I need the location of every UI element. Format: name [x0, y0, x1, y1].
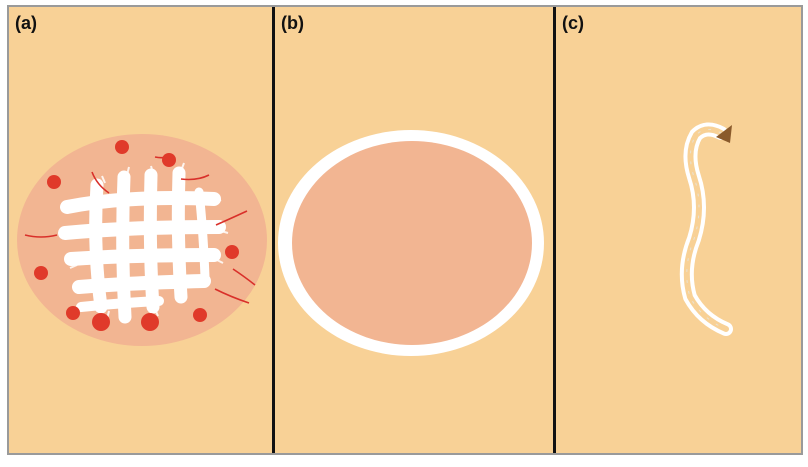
wound-bed: [17, 134, 267, 346]
panel-b-illustration: [278, 130, 544, 356]
drain-tip: [716, 125, 732, 143]
blood-spots: [34, 140, 239, 331]
gauze-mesh: [58, 166, 226, 324]
panel-a-illustration: [17, 134, 267, 346]
wound-figure: (a): [7, 5, 803, 455]
gauze-fray: [62, 162, 229, 320]
blood-vessels: [24, 154, 256, 304]
dressed-wound-bed: [292, 141, 532, 345]
panel-a-label: (a): [15, 13, 37, 33]
panel-c: (c): [556, 7, 801, 453]
drain-tube: [679, 122, 733, 336]
panel-c-illustration: [679, 122, 733, 336]
panel-b: (b): [275, 7, 556, 453]
panel-b-label: (b): [281, 13, 304, 33]
panel-c-label: (c): [562, 13, 584, 33]
panel-a: (a): [9, 7, 275, 453]
